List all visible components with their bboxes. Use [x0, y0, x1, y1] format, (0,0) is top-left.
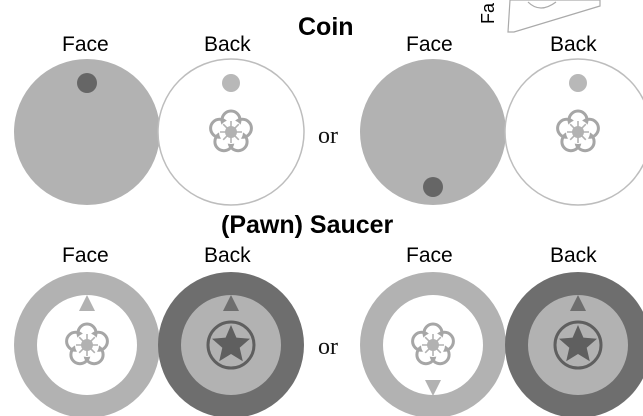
coin-face-2-dot — [423, 177, 443, 197]
arrow-up-icon — [223, 295, 239, 311]
coin-back-label-1: Back — [204, 33, 251, 56]
coin-face-1 — [14, 59, 160, 205]
coin-face-label-2: Face — [406, 33, 453, 56]
coin-face-2 — [360, 59, 506, 205]
saucer-back-2 — [505, 272, 643, 416]
coin-back-label-2: Back — [550, 33, 597, 56]
coin-face-1-dot — [77, 73, 97, 93]
arrow-down-icon — [425, 380, 441, 396]
saucer-face-label-2: Face — [406, 244, 453, 267]
coin-back-2-dot — [569, 74, 587, 92]
saucer-face-2 — [360, 272, 506, 416]
corner-fragment-arc — [527, 1, 557, 9]
saucer-title: (Pawn) Saucer — [221, 211, 394, 239]
coin-back-1-dot — [222, 74, 240, 92]
corner-fragment-box — [507, 0, 601, 33]
saucer-back-1 — [158, 272, 304, 416]
coin-title: Coin — [298, 13, 354, 41]
coin-back-2 — [504, 58, 643, 206]
saucer-face-label-1: Face — [62, 244, 109, 267]
saucer-face-1 — [14, 272, 160, 416]
saucer-back-label-1: Back — [204, 244, 251, 267]
coin-back-1 — [157, 58, 305, 206]
coin-face-label-1: Face — [62, 33, 109, 56]
arrow-up-icon — [79, 295, 95, 311]
saucer-back-label-2: Back — [550, 244, 597, 267]
saucer-or-separator: or — [318, 334, 338, 360]
coin-or-separator: or — [318, 123, 338, 149]
arrow-up-icon — [570, 295, 586, 311]
